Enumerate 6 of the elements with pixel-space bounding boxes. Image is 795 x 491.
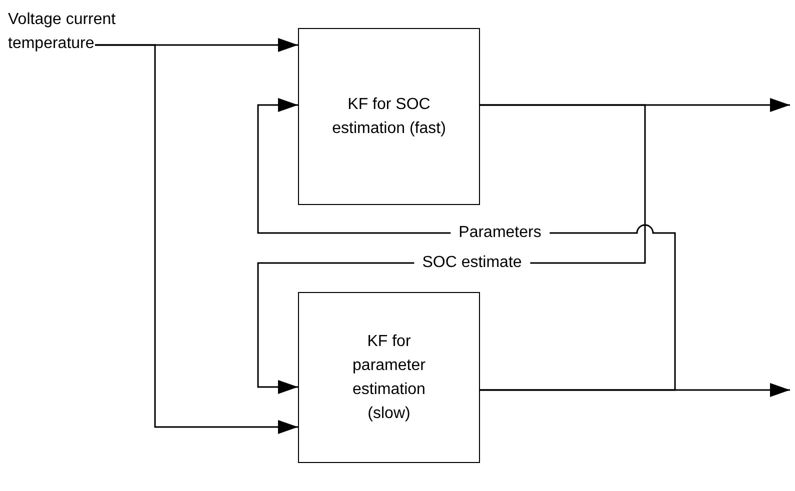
process-box	[298, 292, 480, 463]
process-box	[298, 28, 480, 205]
box-label: KF for parameter estimation (slow)	[352, 332, 426, 424]
box-label: KF for SOC estimation (fast)	[331, 94, 447, 138]
arrow	[95, 44, 298, 434]
input-signals-text: Voltage current temperature	[8, 8, 120, 90]
